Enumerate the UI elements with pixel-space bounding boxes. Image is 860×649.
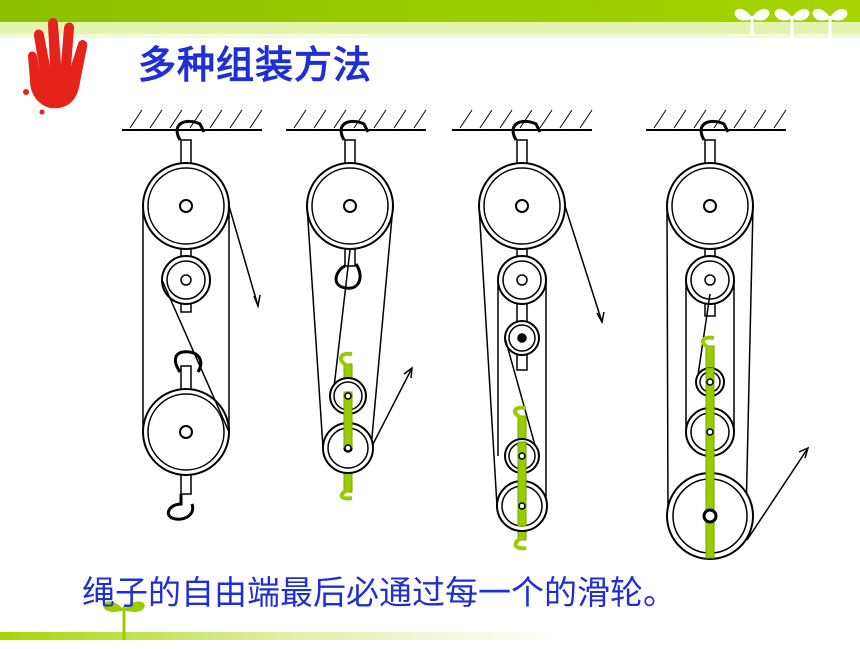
pulley-system-4 [646, 109, 810, 560]
slide-caption: 绳子的自由端最后必通过每一个的滑轮。 [82, 573, 676, 612]
pulley-system-3 [452, 109, 605, 551]
sprout-icon [734, 9, 848, 46]
pulley-system-2 [286, 109, 427, 501]
hand-icon [23, 18, 88, 115]
bottom-decoration [0, 601, 560, 640]
slide-title: 多种组装方法 [138, 43, 373, 87]
pulley-system-1 [122, 109, 263, 521]
top-banner [0, 0, 860, 38]
